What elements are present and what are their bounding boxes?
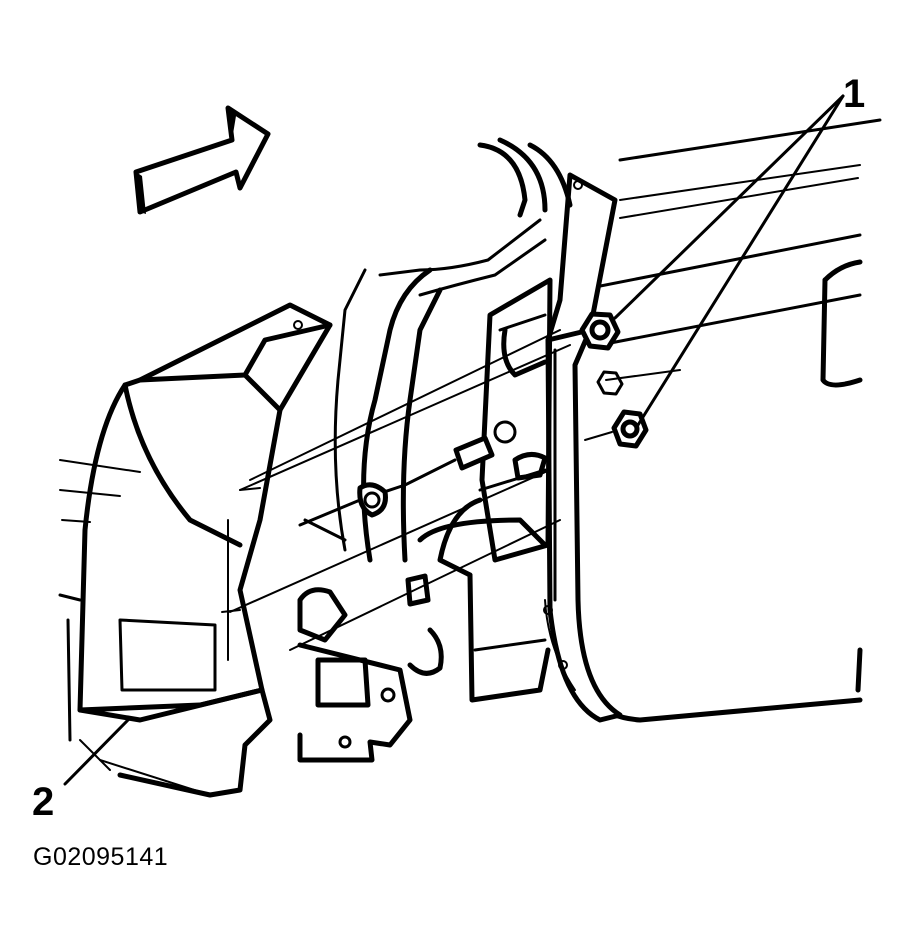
figure-id: G02095141 [33,843,169,871]
hex-nut-middle [596,370,624,396]
body-pillar [543,172,623,723]
callout-label-1: 1 [843,72,866,116]
leader-line-2 [63,716,132,786]
tail-lamp-assembly [77,302,333,723]
hex-nut-top [579,311,621,351]
lower-body-lines [58,459,211,796]
hex-nut-bottom [611,409,649,449]
fastener-lines [221,329,681,651]
forward-arrow-icon [133,105,271,215]
leader-line-1 [613,94,845,427]
wiring-connector [298,435,495,607]
callout-label-2: 2 [32,780,55,824]
